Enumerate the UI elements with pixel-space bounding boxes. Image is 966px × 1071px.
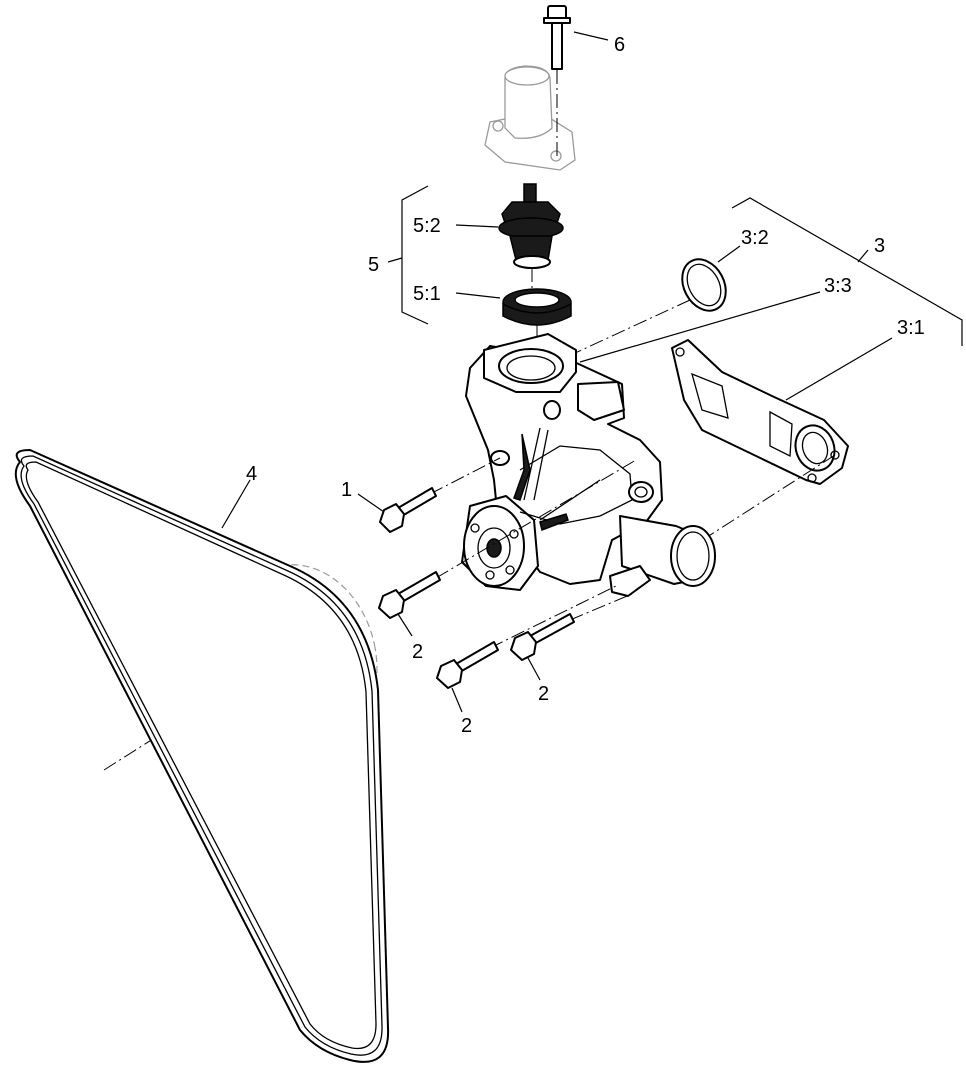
callout-2-a: 2 [412,641,423,663]
bolt-2-a [378,571,441,619]
callout-4: 4 [246,463,257,485]
callout-5-1: 5:1 [413,283,441,305]
bolt-1 [379,487,437,533]
leader-lines [221,31,893,713]
drive-belt-4 [14,449,390,1063]
seal-5-1 [502,288,572,372]
callout-3-1: 3:1 [897,317,925,339]
pump-body-3-3 [461,333,716,597]
callout-3-2: 3:2 [741,227,769,249]
screw-6 [543,5,571,158]
callout-5: 5 [368,254,379,276]
ghost-thermostat-housing [484,65,576,171]
callout-3: 3 [874,235,885,257]
bracket-group-3 [731,197,963,346]
thermostat-5-2 [498,183,564,296]
o-ring-3-2 [559,258,727,361]
callout-5-2: 5:2 [413,215,441,237]
bolt-2-b [436,641,499,689]
callout-1: 1 [341,479,352,501]
callout-6: 6 [614,34,625,56]
bolt-2-c [510,613,575,661]
bracket-group-5 [401,185,429,325]
callout-3-3: 3:3 [824,275,852,297]
callout-2-c: 2 [538,683,549,705]
callout-2-b: 2 [461,715,472,737]
